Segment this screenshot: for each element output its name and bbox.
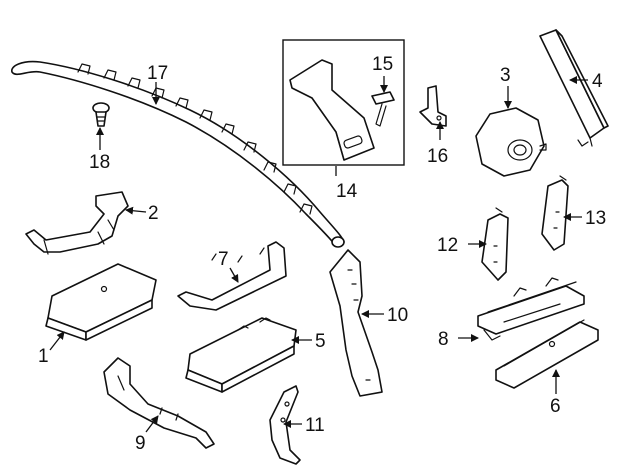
callout-7: 7: [218, 249, 229, 270]
callout-1: 1: [38, 346, 49, 367]
part-12-seat-bracket: [481, 207, 509, 281]
part-10-bracket: [329, 249, 383, 397]
part-11-bracket: [269, 385, 301, 465]
part-14-airbag-pad: [289, 59, 375, 161]
callout-5: 5: [315, 331, 326, 352]
callout-14: 14: [336, 181, 358, 202]
callout-13: 13: [585, 208, 606, 229]
callout-numbers: 17 18 2 1 7 5 9 10 11 14 15 16 3 4 13 12…: [38, 54, 606, 454]
part-2-bracket: [25, 191, 129, 255]
part-6-airbag-module: [495, 319, 599, 389]
part-17-curtain-airbag: [11, 60, 345, 248]
callout-8: 8: [438, 329, 449, 350]
part-13-seat-bracket: [541, 175, 569, 251]
callout-4: 4: [592, 71, 603, 92]
callout-10: 10: [387, 305, 408, 326]
callout-2: 2: [148, 203, 159, 224]
part-4-side-airbag: [539, 29, 609, 147]
callout-17: 17: [147, 63, 168, 84]
part-8-airbag-module: [477, 277, 585, 341]
part-5-knee-airbag: [185, 317, 297, 393]
part-1-airbag-module: [45, 263, 157, 341]
group-box-14: [282, 39, 405, 166]
part-3-clockspring: [475, 107, 547, 177]
part-18-push-clip: [92, 102, 110, 127]
part-9-bracket: [103, 357, 215, 449]
callout-3: 3: [500, 65, 511, 86]
callout-6: 6: [550, 396, 561, 417]
part-16-mounting-bracket: [419, 85, 447, 127]
part-15-bracket: [371, 91, 395, 127]
callout-16: 16: [427, 146, 448, 167]
callout-15: 15: [372, 54, 393, 75]
callout-11: 11: [305, 415, 325, 436]
callout-12: 12: [437, 235, 458, 256]
leader-lines: [49, 76, 588, 433]
part-7-reinforcement: [177, 241, 287, 311]
callout-18: 18: [89, 152, 110, 173]
callout-9: 9: [135, 433, 146, 454]
